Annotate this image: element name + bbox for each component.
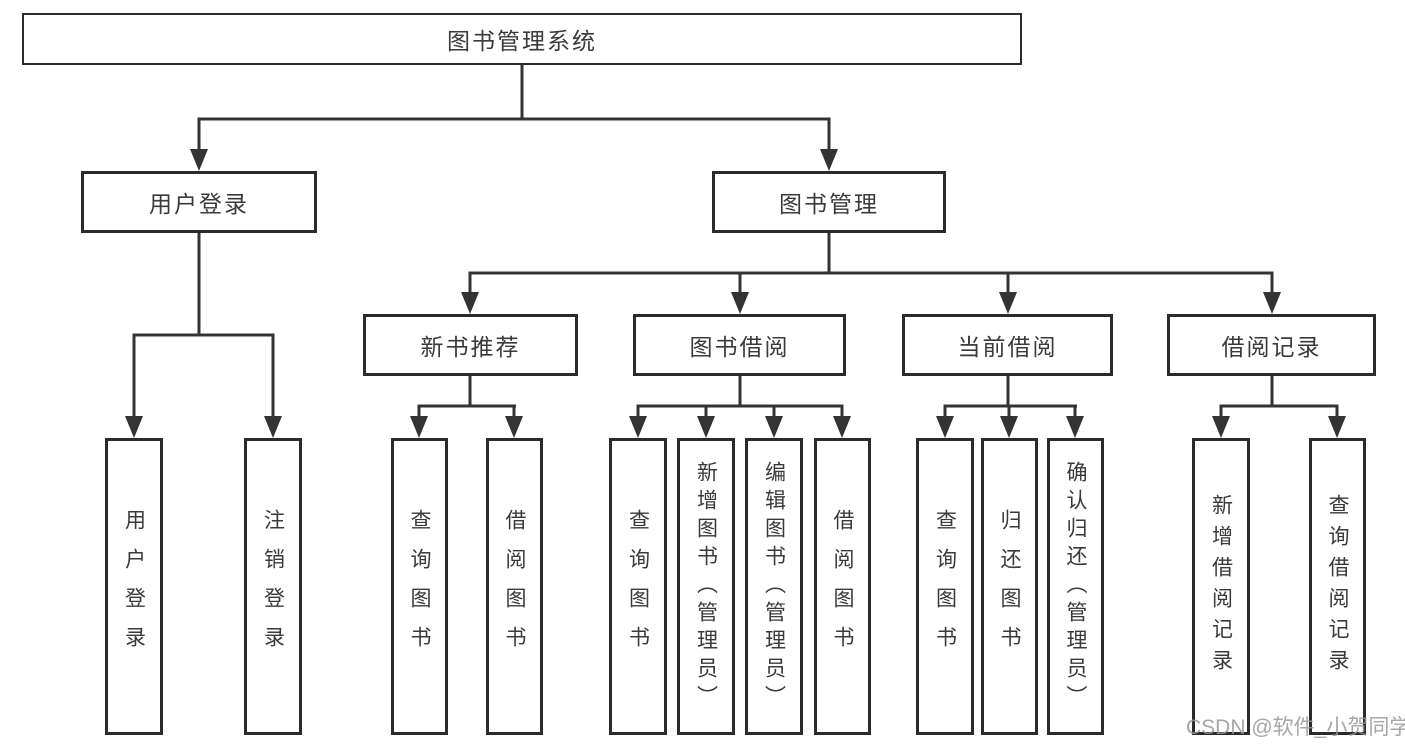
arrowhead [1000, 416, 1018, 438]
leaf-confirm-return-admin: 确认归还（管理员） [1047, 438, 1104, 735]
node-label: 图书管理 [779, 191, 879, 217]
leaf-query-books-current: 查询图书 [916, 438, 974, 735]
node-book-borrow: 图书借阅 [633, 314, 846, 376]
arrowhead [1212, 416, 1230, 438]
arrowhead [125, 416, 143, 438]
arrowhead [731, 292, 749, 314]
node-current-borrow: 当前借阅 [902, 314, 1113, 376]
node-library-management-system: 图书管理系统 [22, 13, 1022, 65]
leaf-query-borrow-record: 查询借阅记录 [1309, 438, 1366, 735]
leaf-add-borrow-record: 新增借阅记录 [1192, 438, 1250, 735]
leaf-add-book-admin: 新增图书（管理员） [677, 438, 735, 735]
node-label: 当前借阅 [957, 334, 1058, 360]
node-label: 用户登录 [149, 191, 249, 217]
arrowhead [629, 416, 647, 438]
arrowhead [190, 149, 208, 171]
leaf-edit-book-admin: 编辑图书（管理员） [745, 438, 803, 735]
arrowhead [833, 416, 851, 438]
node-label: 图书管理系统 [447, 28, 597, 54]
arrowhead [820, 149, 838, 171]
arrowhead [999, 292, 1017, 314]
leaf-query-books-recommend: 查询图书 [391, 438, 448, 735]
node-label: 新书推荐 [420, 334, 521, 360]
leaf-user-login: 用户登录 [105, 438, 163, 735]
leaf-borrow-books-recommend: 借阅图书 [486, 438, 543, 735]
csdn-watermark: CSDN @软件_小贺同学 [1186, 716, 1405, 739]
node-label: 查询图书 [626, 508, 650, 665]
node-label: 归还图书 [998, 508, 1021, 665]
node-borrow-records: 借阅记录 [1167, 314, 1376, 376]
node-label: 查询借阅记录 [1326, 493, 1349, 680]
node-label: 查询图书 [933, 508, 957, 665]
leaf-query-books-borrow: 查询图书 [609, 438, 667, 735]
node-label: 借阅记录 [1221, 334, 1322, 360]
arrowhead [936, 416, 954, 438]
node-label: 注销登录 [261, 508, 285, 665]
node-book-management: 图书管理 [712, 171, 946, 233]
arrowhead [1328, 416, 1346, 438]
arrowhead [461, 292, 479, 314]
node-label: 新增借阅记录 [1209, 493, 1233, 680]
node-label: 图书借阅 [689, 334, 790, 360]
node-label: 用户登录 [122, 508, 146, 665]
leaf-logout: 注销登录 [244, 438, 302, 735]
leaf-borrow-books: 借阅图书 [814, 438, 871, 735]
leaf-return-book: 归还图书 [981, 438, 1038, 735]
arrowhead [697, 416, 715, 438]
node-label: 编辑图书（管理员） [762, 460, 786, 713]
arrowhead [264, 416, 282, 438]
arrowhead [765, 416, 783, 438]
arrowhead [505, 416, 523, 438]
node-label: 借阅图书 [503, 508, 526, 665]
node-label: 确认归还（管理员） [1064, 460, 1087, 713]
node-label: 新增图书（管理员） [694, 460, 718, 713]
node-user-login: 用户登录 [81, 171, 317, 233]
arrowhead [1263, 292, 1281, 314]
node-new-book-recommend: 新书推荐 [363, 314, 578, 376]
node-label: 借阅图书 [831, 508, 854, 665]
arrowhead [410, 416, 428, 438]
node-label: 查询图书 [408, 508, 431, 665]
arrowhead [1066, 416, 1084, 438]
